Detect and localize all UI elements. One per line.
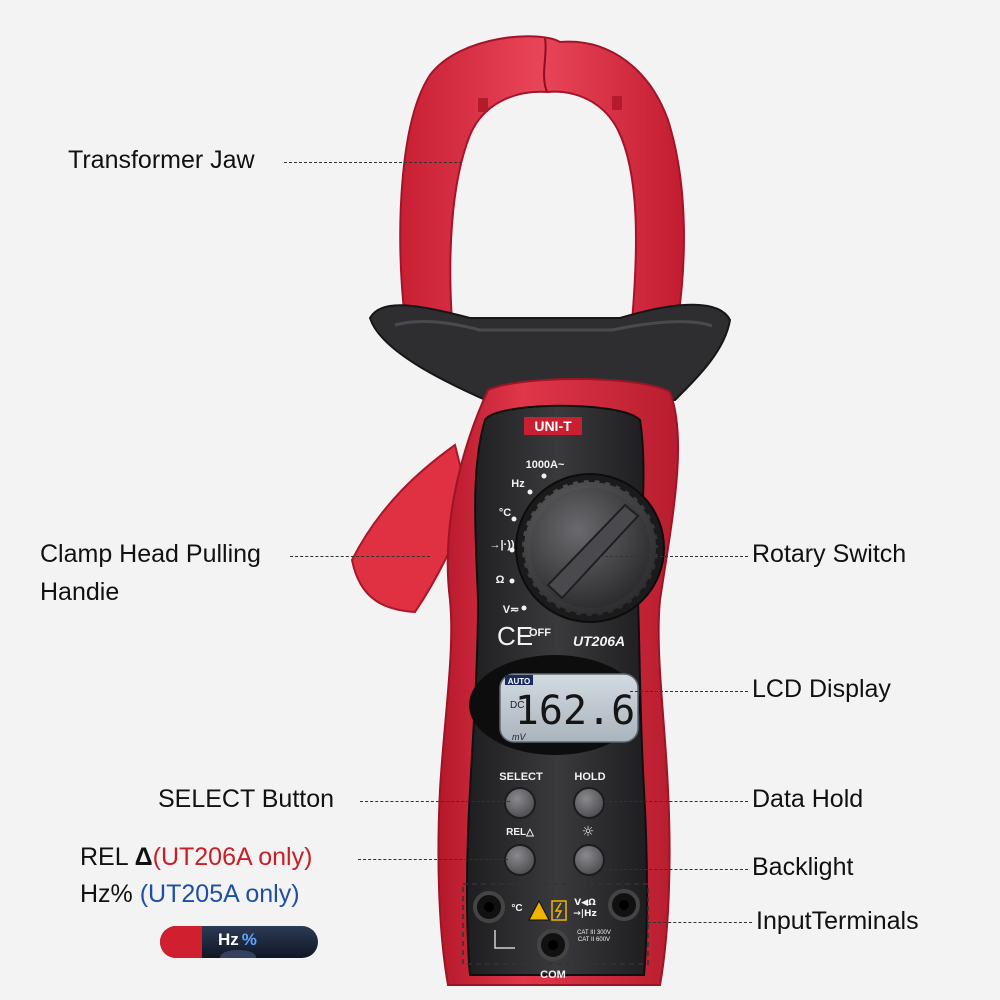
dial-dot [509,578,515,584]
warning-icon [528,899,550,921]
temp-terminal-label: °C [511,903,522,914]
label-hz: Hz% (UT205A only) [80,880,300,909]
inset-pct: % [241,930,257,949]
rotary-switch[interactable] [515,473,665,623]
leader-input-terminals [648,922,752,923]
label-rel-note: (UT206A only) [152,843,313,871]
label-data-hold: Data Hold [752,785,864,813]
inset-label: Hz% [218,930,257,950]
input-terminal-label-1: V◀Ω [574,898,596,908]
dial-dot [527,489,533,495]
svg-text:UNI-T: UNI-T [534,418,572,434]
label-rel-prefix: REL [80,843,135,871]
lcd-dc-indicator: DC [510,700,524,711]
cat-rating-2: CAT II 600V [578,937,610,943]
lcd-auto-indicator [505,675,533,685]
button-area: SELECT HOLD REL△ ☼ [499,771,605,840]
inset-hz: Hz [218,930,239,949]
label-lcd-display: LCD Display [752,675,891,703]
dial-dot [521,605,527,611]
label-input-terminals: InputTerminals [756,907,919,935]
label-select-button: SELECT Button [158,785,335,813]
dial-position-diode: →|·)) [489,539,514,551]
leader-rel [358,859,508,860]
hold-button-label: HOLD [574,771,605,783]
dial-position-temp: °C [499,507,511,519]
label-rel: REL Δ(UT206A only) [80,843,312,872]
hz-button-inset: Hz% [160,926,318,958]
backlight-icon: ☼ [582,824,595,840]
leader-data-hold [604,801,748,802]
label-clamp-handle-line1: Clamp Head Pulling [40,540,261,568]
dial-position-1000a: 1000A~ [526,459,565,471]
hold-button[interactable] [573,787,605,819]
label-backlight: Backlight [752,853,854,881]
leader-transformer-jaw [284,162,462,163]
lcd-display: AUTO DC 162.6 mV [469,655,641,755]
input-terminals: °C V◀Ω →|Hz CAT III 300V CAT II 600V COM [462,883,649,981]
rel-button-label: REL△ [506,827,534,838]
dial-position-off: OFF [529,627,551,639]
transformer-jaw [399,35,685,324]
lcd-reading: 162.6 [515,688,635,734]
high-voltage-icon [551,900,567,921]
clamp-head [368,303,732,404]
label-transformer-jaw: Transformer Jaw [68,146,255,174]
com-label: COM [540,969,566,981]
lcd-unit: mV [512,732,526,742]
dial-position-volt: V≂ [503,604,520,616]
label-rotary-switch: Rotary Switch [752,540,907,568]
input-terminal-label-2: →|Hz [573,909,597,919]
inset-button [220,950,256,958]
leader-select-button [360,801,510,802]
ce-mark: CE [497,621,533,651]
dial-position-ohm: Ω [496,574,505,586]
label-clamp-handle-line2: Handie [40,578,120,606]
backlight-button[interactable] [573,844,605,876]
leader-lcd-display [630,691,748,692]
dial-markings: 1000A~ Hz °C →|·)) Ω V≂ OFF [489,459,565,639]
leader-backlight [604,869,748,870]
svg-text:AUTO: AUTO [508,677,531,686]
dial-dot [509,547,515,553]
label-hz-note: (UT205A only) [139,880,300,908]
cat-rating-1: CAT III 300V [577,930,611,936]
brand-logo: UNI-T [524,417,582,435]
leader-clamp-handle [290,556,430,557]
inset-red-accent [160,926,202,958]
rel-button[interactable] [504,844,536,876]
dial-dot [541,473,547,479]
dial-dot [511,516,517,522]
model-label: UT206A [573,633,625,649]
leader-rotary-switch [600,556,748,557]
terminals-outline [462,883,649,965]
rotary-switch-pointer [546,503,640,600]
dial-position-hz: Hz [511,478,525,490]
select-button-label: SELECT [499,771,543,783]
label-hz-prefix: Hz% [80,880,140,908]
label-rel-delta: Δ [134,843,153,871]
select-button[interactable] [504,787,536,819]
